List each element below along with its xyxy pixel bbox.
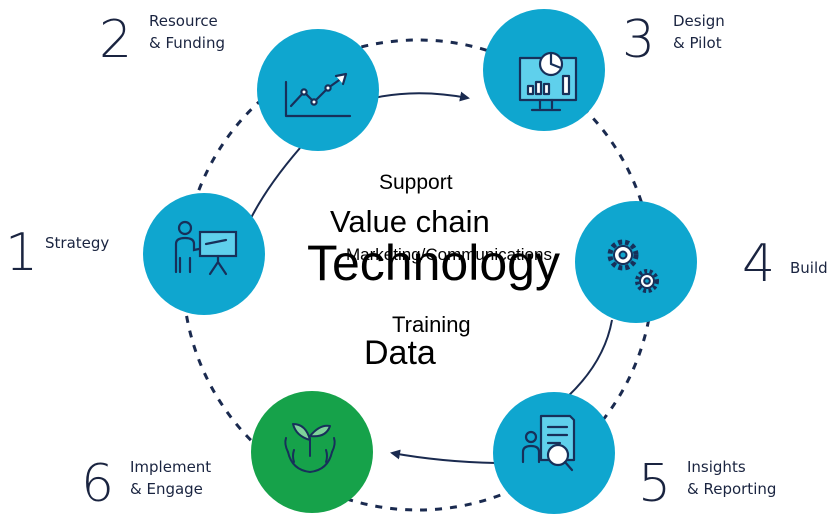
cloud-word-technology: Technology: [307, 235, 560, 291]
cloud-word-value-chain: Value chain: [330, 204, 490, 239]
step-label-4: Build: [790, 257, 828, 279]
step-label-5-line2: & Reporting: [687, 480, 777, 498]
step-label-2-line2: & Funding: [149, 34, 226, 52]
report-magnifier-icon: [521, 414, 576, 472]
cloud-word-support: Support: [379, 171, 453, 194]
gears-icon: [607, 239, 659, 293]
step-number-2: 2: [99, 10, 133, 70]
step-label-4-line1: Build: [790, 259, 828, 277]
step-label-3-line1: Design: [673, 12, 725, 30]
step-label-6-line2: & Engage: [130, 480, 203, 498]
arrow-insights-to-implement: [390, 449, 497, 464]
step-6-circle: [251, 391, 373, 513]
step-4-circle: [575, 201, 697, 323]
hands-sprout-icon: [284, 423, 336, 473]
step-label-5-line1: Insights: [687, 458, 746, 476]
step-number-1: 1: [5, 223, 39, 283]
step-number-4: 4: [742, 234, 776, 294]
dashboard-monitor-icon: [518, 51, 578, 112]
step-label-6: Implement & Engage: [130, 456, 211, 500]
step-label-3-line2: & Pilot: [673, 34, 722, 52]
step-label-1-line1: Strategy: [45, 234, 110, 252]
step-label-6-line1: Implement: [130, 458, 212, 476]
step-label-1: Strategy: [45, 232, 109, 254]
step-label-3: Design & Pilot: [673, 10, 725, 54]
step-number-5: 5: [638, 454, 672, 514]
cloud-word-marketing: Marketing/Communications: [346, 245, 552, 264]
step-label-2: Resource & Funding: [149, 10, 225, 54]
arrow-strategy-to-resource: [250, 147, 301, 219]
presenter-icon: [174, 220, 238, 276]
cloud-word-data: Data: [364, 334, 436, 372]
step-1-circle: [143, 193, 265, 315]
step-number-3: 3: [622, 10, 656, 70]
step-label-2-line1: Resource: [149, 12, 218, 30]
step-label-5: Insights & Reporting: [687, 456, 776, 500]
growth-chart-icon: [284, 72, 352, 118]
step-2-circle: [257, 29, 379, 151]
step-5-circle: [493, 392, 615, 514]
step-number-6: 6: [81, 454, 115, 514]
cloud-word-training: Training: [392, 312, 471, 337]
step-3-circle: [483, 9, 605, 131]
